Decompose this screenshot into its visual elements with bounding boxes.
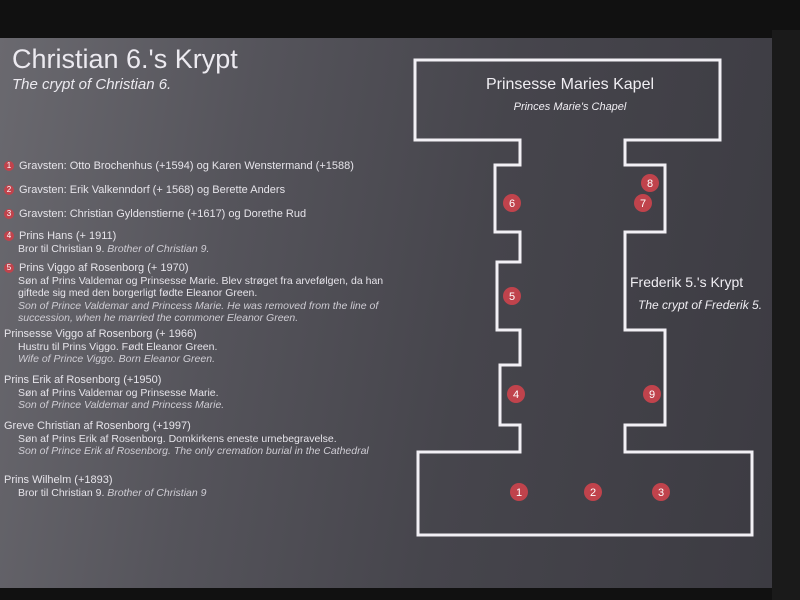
chapel-title: Prinsesse Maries Kapel	[485, 76, 655, 93]
page-title: Christian 6.'s Krypt	[12, 44, 238, 74]
legend-entry: 1 Gravsten: Otto Brochenhus (+1594) og Ka…	[4, 160, 384, 173]
legend-entry: 8Greve Christian af Rosenborg (+1997)Søn…	[4, 420, 384, 458]
marker-8	[641, 174, 659, 192]
frederik-crypt-subtitle: The crypt of Frederik 5.	[638, 298, 763, 312]
marker-7	[634, 194, 652, 212]
sign-frame	[772, 30, 800, 600]
entry-english: Wife of Prince Viggo. Born Eleanor Green…	[18, 353, 215, 365]
entry-head: 4 Prins Hans (+ 1911)	[4, 230, 384, 243]
marker-label: 1	[516, 487, 522, 499]
marker-label: 9	[649, 389, 655, 401]
entry-head: 6Prinsesse Viggo af Rosenborg (+ 1966)	[4, 328, 384, 341]
marker-badge: 3	[4, 209, 14, 220]
marker-3	[652, 483, 670, 501]
entry-title: Prins Erik af Rosenborg (+1950)	[4, 374, 162, 386]
marker-1	[510, 483, 528, 501]
entry-head: 7Prins Erik af Rosenborg (+1950)	[4, 374, 384, 387]
entry-head: 3 Gravsten: Christian Gyldenstierne (+161…	[4, 208, 384, 221]
entry-english: Brother of Christian 9	[107, 486, 207, 499]
marker-label: 3	[658, 487, 664, 499]
marker-4	[507, 385, 525, 403]
marker-badge: 4	[4, 231, 14, 242]
legend-entry: 3 Gravsten: Christian Gyldenstierne (+161…	[4, 208, 384, 221]
legend-entry: 7Prins Erik af Rosenborg (+1950)Søn af P…	[4, 374, 384, 412]
entry-head: 2 Gravsten: Erik Valkenndorf (+ 1568) og …	[4, 184, 384, 197]
entry-danish: Bror til Christian 9.	[18, 242, 105, 255]
entry-english: Brother of Christian 9.	[107, 242, 210, 255]
entry-head: 5 Prins Viggo af Rosenborg (+ 1970)	[4, 262, 384, 275]
entry-head: 1 Gravsten: Otto Brochenhus (+1594) og Ka…	[4, 160, 384, 173]
legend-entry: 6Prinsesse Viggo af Rosenborg (+ 1966)Hu…	[4, 328, 384, 366]
crypt-outline	[413, 58, 754, 537]
entry-head: 8Greve Christian af Rosenborg (+1997)	[4, 420, 384, 433]
marker-label: 5	[509, 291, 515, 303]
marker-label: 8	[647, 178, 653, 190]
marker-5	[503, 287, 521, 305]
marker-label: 6	[509, 198, 515, 210]
marker-9	[643, 385, 661, 403]
legend-entry: 2 Gravsten: Erik Valkenndorf (+ 1568) og …	[4, 184, 384, 197]
entry-title: Greve Christian af Rosenborg (+1997)	[4, 420, 191, 432]
marker-2	[584, 483, 602, 501]
entry-title: Prins Hans (+ 1911)	[19, 230, 117, 242]
entry-title: Gravsten: Otto Brochenhus (+1594) og Kar…	[19, 160, 354, 172]
entry-danish: Bror til Christian 9.	[18, 486, 105, 499]
legend-entry: 5 Prins Viggo af Rosenborg (+ 1970)Søn af…	[4, 262, 384, 325]
marker-badge: 1	[4, 161, 14, 172]
entry-title: Prins Wilhelm (+1893)	[4, 474, 113, 486]
entry-title: Prins Viggo af Rosenborg (+ 1970)	[19, 262, 189, 274]
entry-title: Gravsten: Christian Gyldenstierne (+1617…	[19, 208, 307, 220]
entry-english: Son of Prince Valdemar and Princess Mari…	[18, 299, 379, 325]
entry-english: Son of Prince Erik af Rosenborg. The onl…	[18, 445, 369, 457]
entry-danish: Søn af Prins Erik af Rosenborg. Domkirke…	[18, 432, 337, 445]
marker-badge: 5	[4, 263, 14, 274]
marker-label: 2	[590, 487, 596, 499]
marker-6	[503, 194, 521, 212]
frederik-crypt-title: Frederik 5.'s Krypt	[630, 274, 744, 290]
entry-danish: Hustru til Prins Viggo. Født Eleanor Gre…	[18, 340, 218, 353]
marker-label: 7	[640, 198, 646, 210]
entry-title: Gravsten: Erik Valkenndorf (+ 1568) og B…	[19, 184, 286, 196]
chapel-subtitle: Princes Marie's Chapel	[513, 101, 627, 113]
marker-badge: 2	[4, 185, 14, 196]
legend-entry: 4 Prins Hans (+ 1911)Bror til Christian 9…	[4, 230, 384, 255]
entry-english: Son of Prince Valdemar and Princess Mari…	[18, 399, 225, 411]
entry-danish: Søn af Prins Valdemar og Prinsesse Marie…	[18, 386, 219, 399]
entry-danish: Søn af Prins Valdemar og Prinsesse Marie…	[18, 274, 384, 300]
marker-label: 4	[513, 389, 519, 401]
sign-panel	[0, 38, 772, 588]
page-subtitle: The crypt of Christian 6.	[12, 76, 172, 93]
entry-title: Prinsesse Viggo af Rosenborg (+ 1966)	[4, 328, 197, 340]
